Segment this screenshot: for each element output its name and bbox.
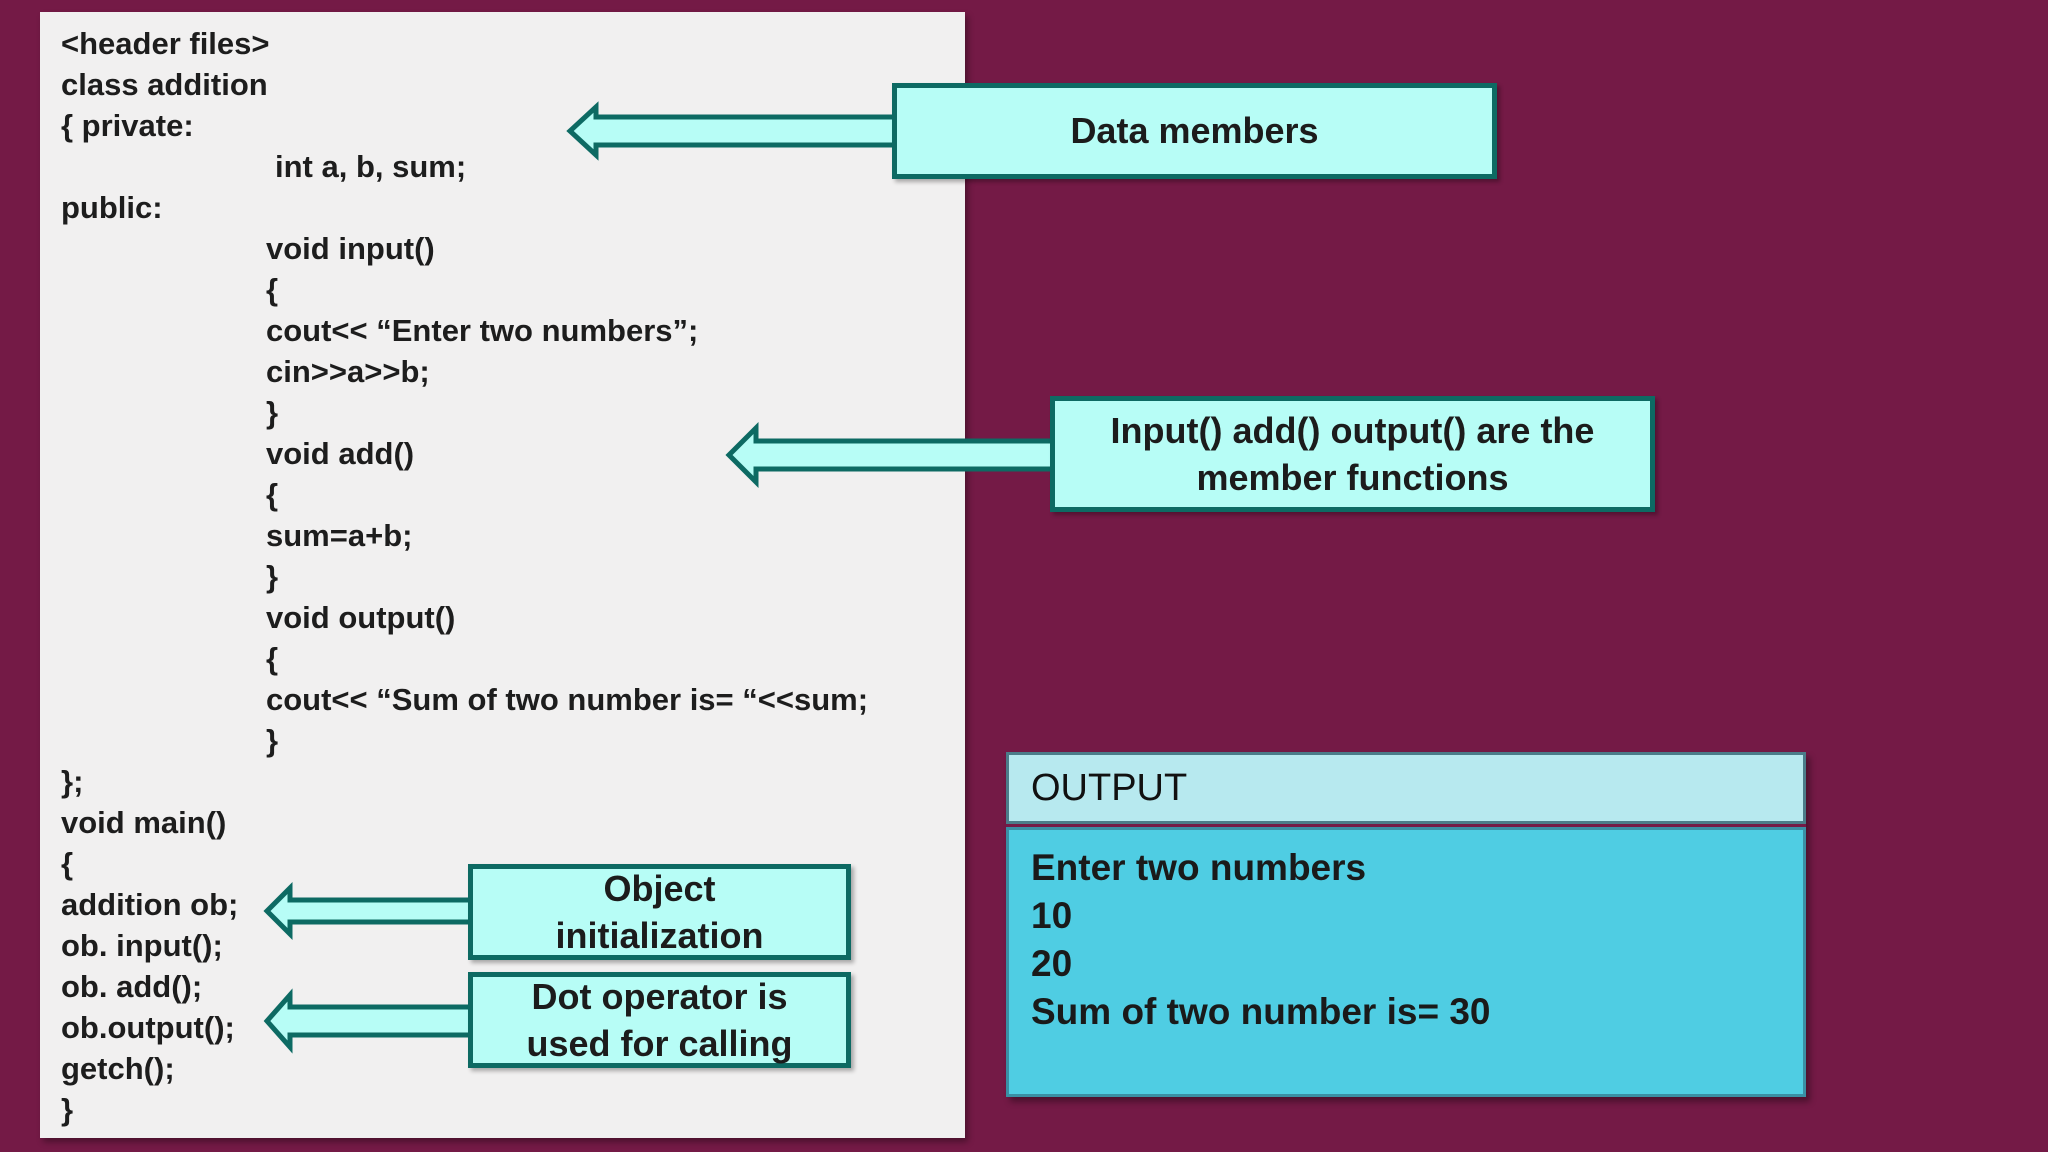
output-line: 20	[1031, 943, 1073, 984]
code-line: class addition	[61, 67, 268, 102]
code-line: void add()	[266, 436, 415, 471]
code-line: {	[266, 641, 279, 676]
callout-text: Dot operator is	[531, 976, 788, 1017]
code-line: }	[266, 395, 279, 430]
code-line: <header files>	[61, 26, 270, 61]
callout-object-initialization: Object initialization	[468, 864, 851, 960]
code-line: cout<< “Enter two numbers”;	[266, 313, 699, 348]
code-line: int a, b, sum;	[275, 149, 467, 184]
output-line: Sum of two number is= 30	[1031, 991, 1491, 1032]
code-line: }	[61, 1092, 74, 1127]
arrow-object-initialization	[263, 881, 475, 941]
code-line: }	[266, 723, 279, 758]
code-line: {	[61, 846, 74, 881]
code-line: void input()	[266, 231, 435, 266]
callout-data-members: Data members	[892, 83, 1497, 179]
callout-text: member functions	[1196, 457, 1509, 498]
code-line: cin>>a>>b;	[266, 354, 430, 389]
arrow-data-members	[566, 101, 899, 161]
code-line: sum=a+b;	[266, 518, 413, 553]
code-line: getch();	[61, 1051, 175, 1086]
arrow-member-functions	[725, 421, 1059, 489]
code-line: addition ob;	[61, 887, 239, 922]
callout-text: Data members	[1070, 110, 1319, 151]
code-line: }	[266, 559, 279, 594]
output-line: Enter two numbers	[1031, 847, 1367, 888]
callout-member-functions: Input() add() output() are the member fu…	[1050, 396, 1655, 512]
callout-text: used for calling	[526, 1023, 793, 1064]
code-line: ob. input();	[61, 928, 223, 963]
code-line: ob. add();	[61, 969, 203, 1004]
code-line: };	[61, 764, 84, 799]
output-box: OUTPUT Enter two numbers 10 20 Sum of tw…	[1006, 752, 1806, 1097]
callout-dot-operator: Dot operator is used for calling	[468, 972, 851, 1068]
code-line: {	[266, 272, 279, 307]
code-line: {	[266, 477, 279, 512]
code-line: public:	[61, 190, 163, 225]
output-body: Enter two numbers 10 20 Sum of two numbe…	[1006, 827, 1806, 1097]
callout-text: initialization	[555, 915, 764, 956]
code-line: cout<< “Sum of two number is= “<<sum;	[266, 682, 869, 717]
code-line: { private:	[61, 108, 194, 143]
code-line: ob.output();	[61, 1010, 235, 1045]
code-line: void main()	[61, 805, 227, 840]
callout-text: Input() add() output() are the	[1110, 410, 1595, 451]
arrow-dot-operator	[263, 988, 475, 1054]
output-title: OUTPUT	[1006, 752, 1806, 824]
code-line: void output()	[266, 600, 456, 635]
callout-text: Object	[603, 868, 716, 909]
output-line: 10	[1031, 895, 1073, 936]
